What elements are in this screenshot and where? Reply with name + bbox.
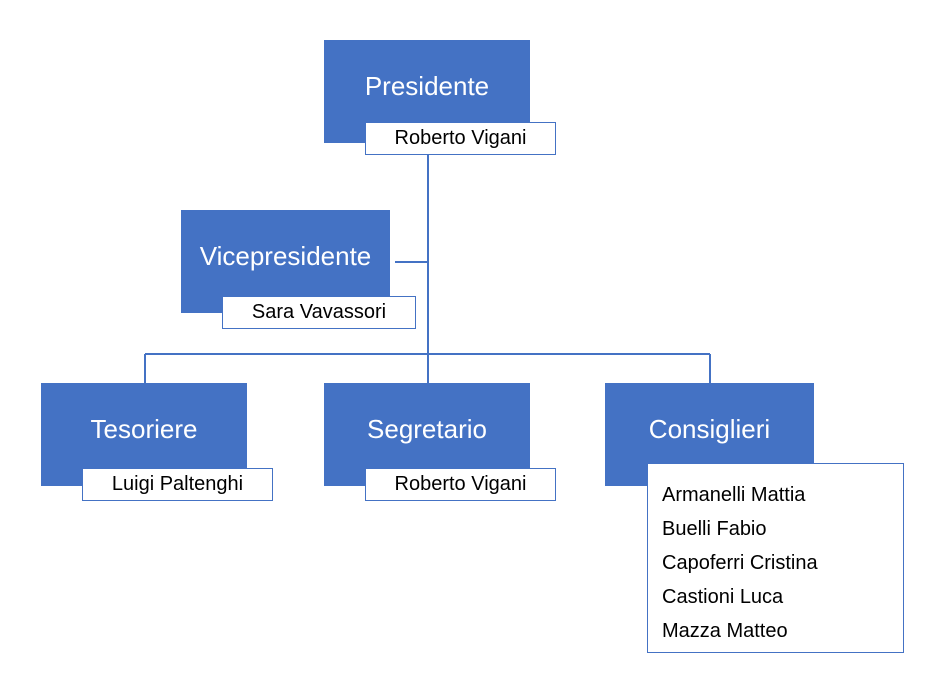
consiglieri-member: Mazza Matteo bbox=[662, 620, 788, 642]
consiglieri-member: Castioni Luca bbox=[662, 586, 784, 608]
consiglieri-role-label: Consiglieri bbox=[648, 414, 771, 444]
consiglieri-member: Buelli Fabio bbox=[662, 518, 767, 540]
president-name: Roberto Vigani bbox=[394, 127, 527, 149]
president-role-label: Presidente bbox=[364, 71, 490, 101]
tesoriere-name-box: Luigi Paltenghi bbox=[82, 468, 273, 501]
segretario-name: Roberto Vigani bbox=[394, 473, 527, 495]
vicepresident-role-label: Vicepresidente bbox=[199, 241, 372, 271]
president-name-box: Roberto Vigani bbox=[365, 122, 556, 155]
segretario-role-label: Segretario bbox=[367, 414, 487, 444]
tesoriere-role-label: Tesoriere bbox=[90, 414, 198, 444]
vicepresident-name-box: Sara Vavassori bbox=[222, 296, 416, 329]
segretario-name-box: Roberto Vigani bbox=[365, 468, 556, 501]
consiglieri-member: Armanelli Mattia bbox=[662, 484, 806, 506]
vicepresident-box: Vicepresidente bbox=[181, 210, 390, 313]
vicepresident-name: Sara Vavassori bbox=[251, 301, 387, 323]
consiglieri-members-box: Armanelli Mattia Buelli Fabio Capoferri … bbox=[647, 463, 904, 653]
consiglieri-member: Capoferri Cristina bbox=[662, 552, 818, 574]
tesoriere-name: Luigi Paltenghi bbox=[111, 473, 244, 495]
